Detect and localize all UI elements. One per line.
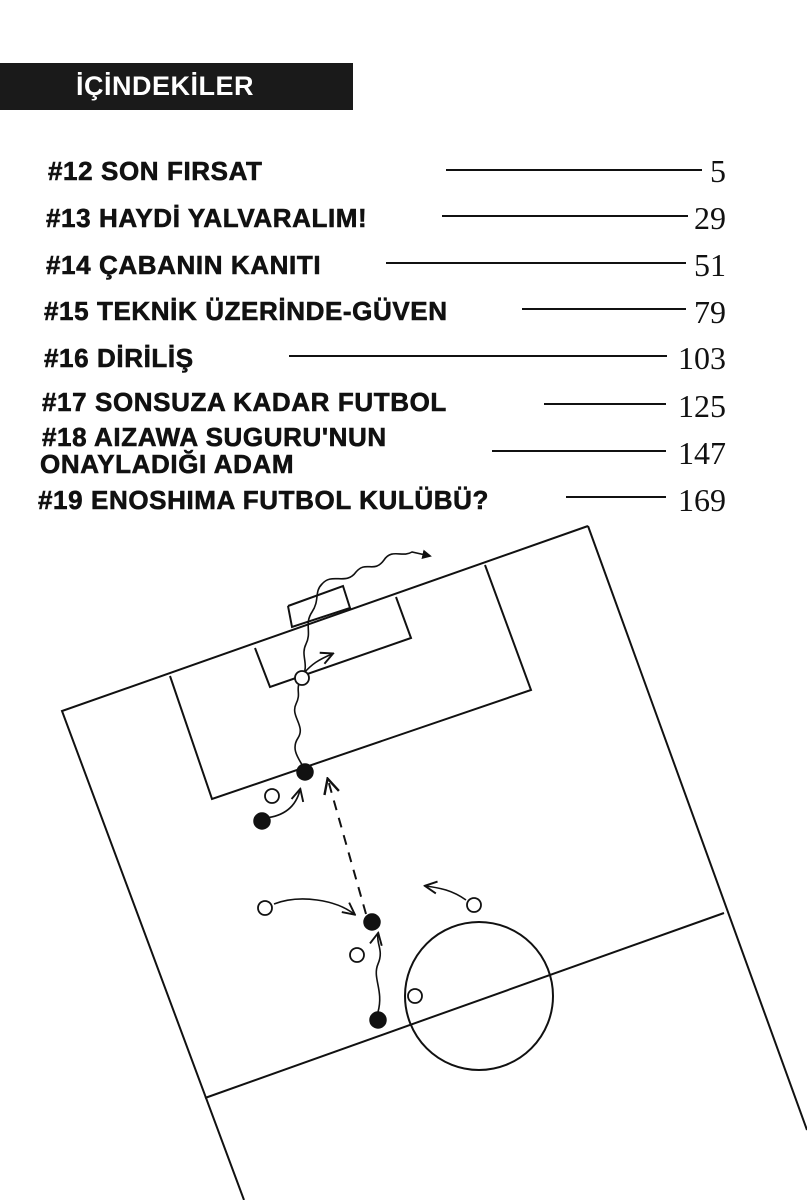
goal-area bbox=[254, 596, 413, 689]
toc-leader-line bbox=[566, 496, 666, 498]
toc-entry[interactable]: #13 HAYDİ YALVARALIM! 29 bbox=[0, 0, 807, 234]
defender-dot bbox=[407, 988, 423, 1004]
toc-entry-page: 5 bbox=[710, 153, 726, 189]
center-circle bbox=[404, 921, 554, 1071]
defender-dot bbox=[264, 788, 280, 804]
pass-dashed-arrow bbox=[328, 780, 367, 915]
attacker-dot bbox=[253, 812, 271, 830]
goal bbox=[287, 584, 352, 629]
toc-entry-title: #12 SON FIRSAT bbox=[48, 156, 263, 186]
toc-entry-title: #15 TEKNİK ÜZERİNDE-GÜVEN bbox=[44, 296, 448, 326]
toc-entry[interactable]: #12 SON FIRSAT 5 bbox=[0, 0, 807, 187]
attacker-dot bbox=[363, 913, 381, 931]
toc-entry[interactable]: #15 TEKNİK ÜZERİNDE-GÜVEN 79 bbox=[0, 0, 807, 328]
toc-entry-title: #13 HAYDİ YALVARALIM! bbox=[46, 203, 368, 233]
pitch-right-touchline bbox=[587, 525, 807, 1131]
toc-header-bar: İÇİNDEKİLER bbox=[0, 63, 353, 110]
toc-entry[interactable]: #18 AIZAWA SUGURU'NUN ONAYLADIĞI ADAM 14… bbox=[0, 0, 807, 479]
attacker-dot bbox=[296, 763, 314, 781]
pitch-left-touchline bbox=[60, 525, 589, 1200]
toc-leader-line bbox=[492, 450, 666, 452]
toc-entry[interactable]: #14 ÇABANIN KANITI 51 bbox=[0, 0, 807, 281]
toc-entry-title: #19 ENOSHIMA FUTBOL KULÜBÜ? bbox=[38, 485, 490, 515]
toc-entry[interactable]: #17 SONSUZA KADAR FUTBOL 125 bbox=[0, 0, 807, 422]
attacker-dot bbox=[369, 1011, 387, 1029]
toc-entry[interactable]: #19 ENOSHIMA FUTBOL KULÜBÜ? 169 bbox=[0, 0, 807, 516]
toc-entry-page: 147 bbox=[678, 435, 726, 471]
toc-leader-line bbox=[522, 308, 686, 310]
toc-entry[interactable]: #16 DİRİLİŞ 103 bbox=[0, 0, 807, 374]
toc-entry-title: #14 ÇABANIN KANITI bbox=[46, 250, 322, 280]
run-arrow-center bbox=[273, 898, 354, 914]
toc-entry-page: 29 bbox=[694, 200, 726, 236]
toc-leader-line bbox=[442, 215, 688, 217]
shot-arrow bbox=[303, 654, 332, 674]
toc-entry-title-line1: #18 AIZAWA SUGURU'NUN bbox=[42, 422, 387, 452]
toc-leader-line bbox=[446, 169, 702, 171]
toc-entry-title-line2: ONAYLADIĞI ADAM bbox=[40, 449, 295, 479]
toc-entry-page: 79 bbox=[694, 294, 726, 330]
toc-entry-page: 169 bbox=[678, 482, 726, 518]
halfway-line bbox=[204, 912, 725, 1099]
defender-dot bbox=[294, 670, 310, 686]
toc-header-title: İÇİNDEKİLER bbox=[76, 71, 255, 101]
toc-entry-page: 125 bbox=[678, 388, 726, 424]
toc-leader-line bbox=[289, 355, 667, 357]
toc-leader-line bbox=[386, 262, 686, 264]
toc-leader-line bbox=[544, 403, 666, 405]
run-arrow-bottom bbox=[376, 934, 380, 1013]
toc-entry-page: 51 bbox=[694, 247, 726, 283]
toc-entry-title: #16 DİRİLİŞ bbox=[44, 343, 194, 373]
toc-entry-page: 103 bbox=[678, 340, 726, 376]
penalty-area bbox=[169, 564, 533, 801]
toc-entry-title: #17 SONSUZA KADAR FUTBOL bbox=[42, 387, 447, 417]
run-arrow-right bbox=[426, 886, 467, 901]
defender-dot bbox=[466, 897, 482, 913]
dribble-path bbox=[293, 549, 432, 771]
defender-dot bbox=[349, 947, 365, 963]
defender-dot bbox=[257, 900, 273, 916]
